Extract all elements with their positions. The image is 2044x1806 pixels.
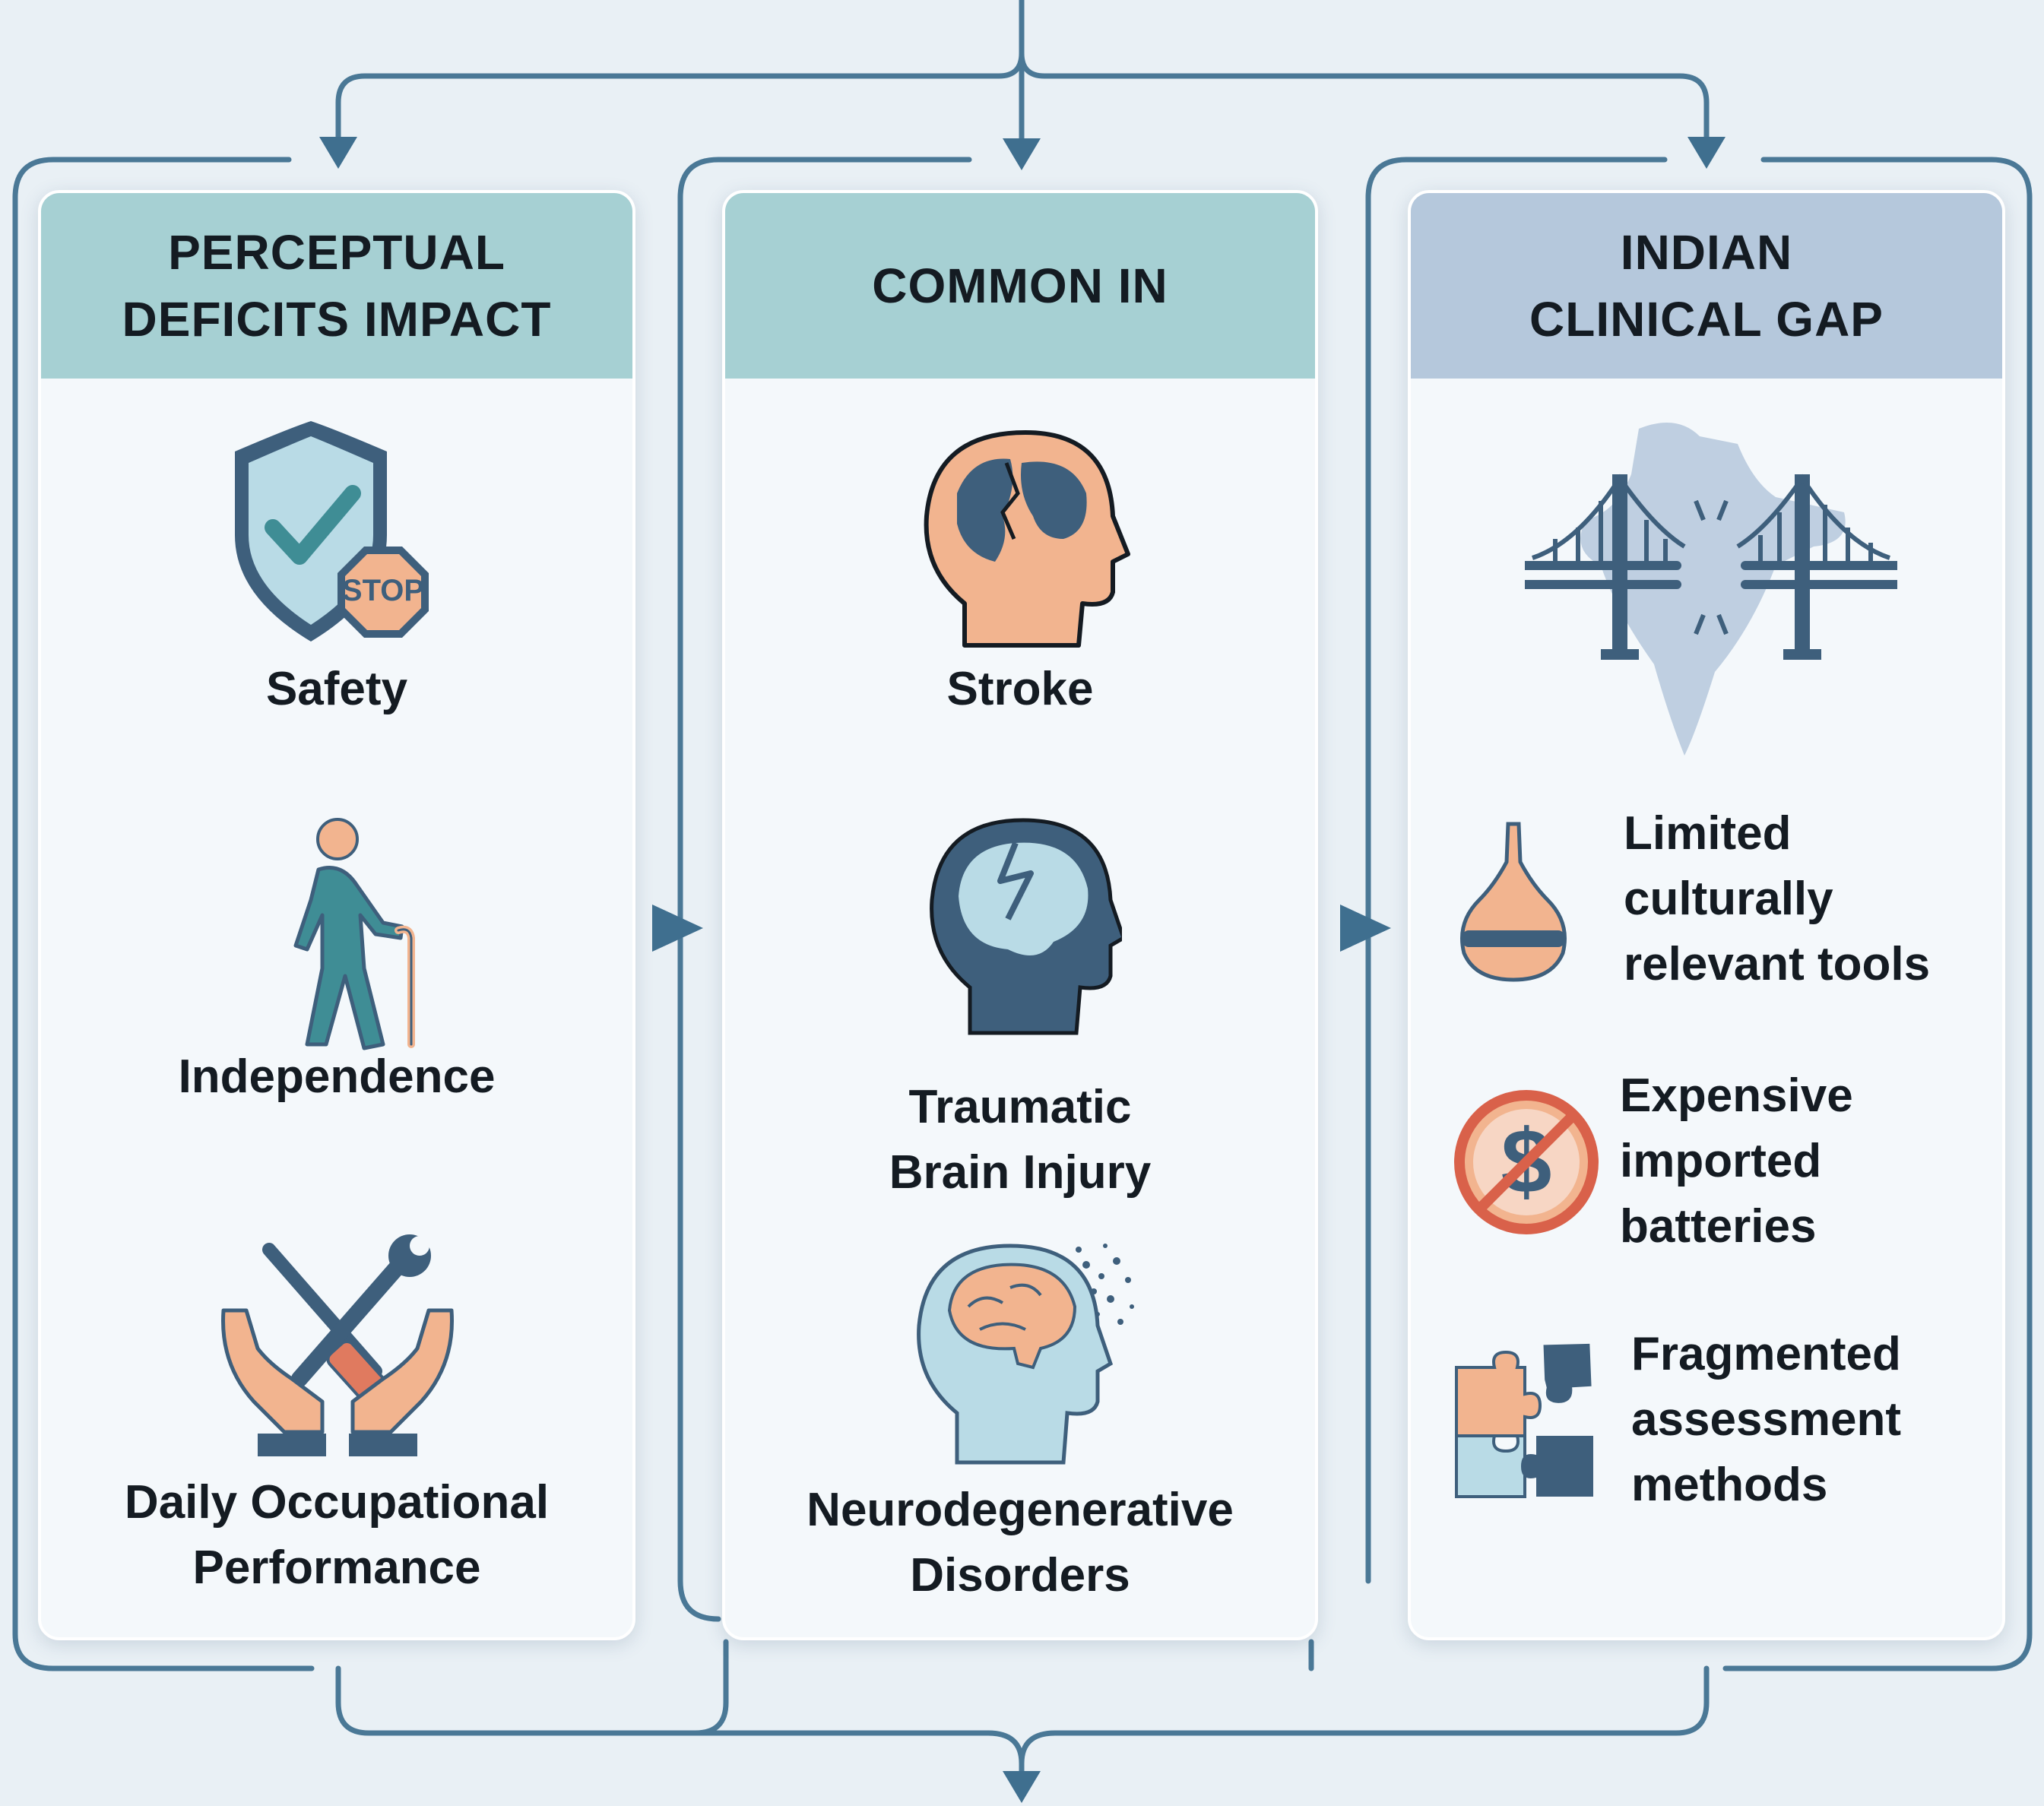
bottom-right-line [1019, 1665, 1710, 1766]
right-outer-line [1722, 157, 2033, 1671]
panel-title: INDIAN CLINICAL GAP [1529, 225, 1884, 347]
dissolving-brain-head-icon [917, 1244, 1134, 1465]
right-bracket-line [1365, 157, 1668, 1584]
panel-header: INDIAN CLINICAL GAP [1411, 193, 2002, 379]
panel-perceptual-deficits: PERCEPTUAL DEFICITS IMPACT STOP Safety I… [38, 190, 635, 1640]
shield-check-stop-icon: STOP [235, 421, 429, 642]
item-label: Safety [265, 663, 408, 715]
panel-header: PERCEPTUAL DEFICITS IMPACT [41, 193, 632, 379]
arrow-right-2 [1340, 905, 1391, 952]
hands-tools-icon [221, 1234, 454, 1456]
arrow-right-1 [652, 905, 703, 952]
split-left-line [335, 50, 1025, 147]
split-right-line [1019, 50, 1710, 147]
left-bracket-line [12, 157, 315, 1671]
arrow-down-center [1003, 138, 1041, 170]
arrow-down-left [319, 137, 357, 169]
brain-head-stroke-icon [924, 430, 1130, 648]
center-bracket-line [677, 157, 972, 1622]
person-with-cane-icon [293, 818, 415, 1050]
panel-header: COMMON IN [725, 193, 1315, 379]
pot-tool-icon [1460, 822, 1567, 982]
item-label: Expensive imported batteries [1620, 1069, 1853, 1253]
item-label: Limited culturally relevant tools [1624, 807, 1931, 990]
item-label: Daily Occupational Performance [124, 1476, 550, 1594]
bottom-flow-line [335, 1665, 1025, 1797]
item-label: Independence [178, 1050, 496, 1103]
cracked-brain-head-icon [930, 818, 1122, 1035]
panel-title: PERCEPTUAL DEFICITS IMPACT [122, 225, 552, 347]
arrow-down-right [1687, 137, 1726, 169]
arrow-down-bottom [1003, 1771, 1041, 1803]
india-map-broken-bridge-icon [1525, 423, 1897, 756]
item-label: Neurodegenerative Disorders [807, 1484, 1234, 1602]
left-to-center-connector [685, 1639, 729, 1736]
item-label: Stroke [946, 663, 1094, 715]
item-label: Traumatic Brain Injury [889, 1081, 1152, 1199]
panel-title: COMMON IN [872, 258, 1168, 313]
no-dollar-icon: $ [1454, 1090, 1599, 1234]
panel-indian-clinical-gap: INDIAN CLINICAL GAP [1408, 190, 2005, 1640]
puzzle-pieces-icon [1455, 1343, 1593, 1498]
svg-text:STOP: STOP [342, 574, 424, 607]
panel-common-in: COMMON IN Stroke Traumatic Brain Injury [722, 190, 1318, 1640]
item-label: Fragmented assessment methods [1631, 1328, 1902, 1511]
